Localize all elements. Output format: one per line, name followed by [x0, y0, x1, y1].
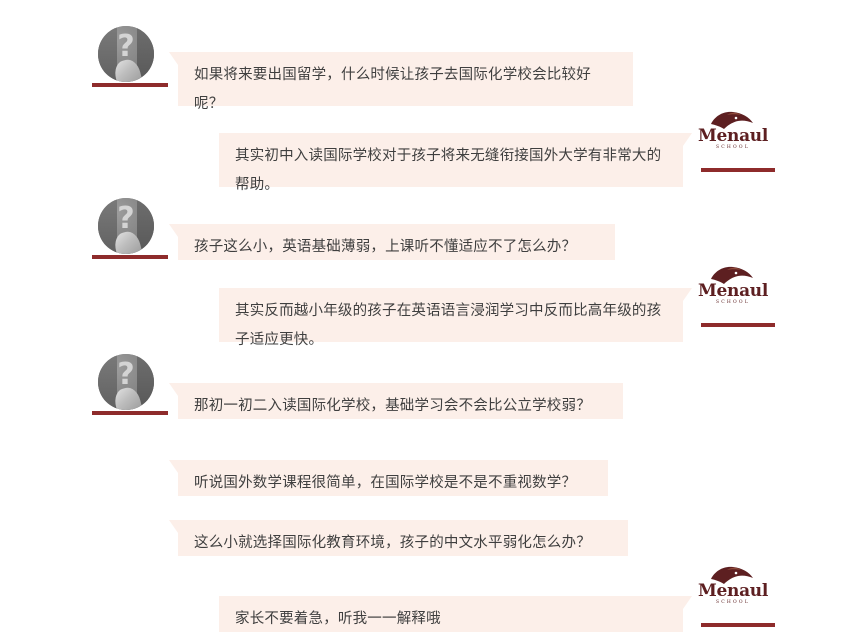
question-mark-avatar-icon: ? [98, 26, 154, 82]
avatar-question-glyph: ? [117, 201, 135, 236]
avatar-question-glyph: ? [117, 29, 135, 64]
logo-name: Menaul [697, 126, 769, 146]
message-text: 孩子这么小，英语基础薄弱，上课听不懂适应不了怎么办？ [194, 239, 577, 255]
message-text: 家长不要着急，听我一一解释哦 [235, 611, 441, 627]
logo-subtitle: SCHOOL [715, 300, 751, 305]
question-mark-avatar-icon: ? [98, 354, 154, 410]
school-logo: Menaul SCHOOL [697, 110, 779, 180]
logo-underline [701, 623, 775, 627]
message-bubble[interactable]: 听说国外数学课程很简单，在国际学校是不是不重视数学？ [169, 460, 608, 496]
message-bubble[interactable]: 其实反而越小年级的孩子在英语语言浸润学习中反而比高年级的孩子适应更快。 [219, 288, 692, 348]
message-bubble[interactable]: 如果将来要出国留学，什么时候让孩子去国际化学校会比较好呢？ [169, 52, 633, 112]
question-mark-avatar-icon: ? [98, 198, 154, 254]
logo-underline [701, 323, 775, 327]
message-text: 如果将来要出国留学，什么时候让孩子去国际化学校会比较好呢？ [194, 67, 591, 112]
message-text: 其实反而越小年级的孩子在英语语言浸润学习中反而比高年级的孩子适应更快。 [235, 303, 662, 348]
avatar-underline [92, 255, 168, 259]
avatar: ? [92, 26, 170, 102]
message-text: 这么小就选择国际化教育环境，孩子的中文水平弱化怎么办？ [194, 535, 591, 551]
logo-subtitle: SCHOOL [715, 600, 751, 605]
eagle-head-icon [711, 566, 753, 584]
message-bubble[interactable]: 家长不要着急，听我一一解释哦 [219, 596, 692, 632]
school-logo: Menaul SCHOOL [697, 265, 779, 335]
message-bubble[interactable]: 那初一初二入读国际化学校，基础学习会不会比公立学校弱？ [169, 383, 623, 419]
logo-underline [701, 168, 775, 172]
avatar-question-glyph: ? [117, 357, 135, 392]
message-bubble[interactable]: 其实初中入读国际学校对于孩子将来无缝衔接国外大学有非常大的帮助。 [219, 133, 692, 193]
logo-subtitle: SCHOOL [715, 145, 751, 150]
message-text: 听说国外数学课程很简单，在国际学校是不是不重视数学？ [194, 475, 577, 491]
message-bubble[interactable]: 孩子这么小，英语基础薄弱，上课听不懂适应不了怎么办？ [169, 224, 615, 260]
avatar: ? [92, 354, 170, 430]
eagle-head-icon [711, 111, 753, 129]
avatar: ? [92, 198, 170, 274]
message-bubble[interactable]: 这么小就选择国际化教育环境，孩子的中文水平弱化怎么办？ [169, 520, 628, 556]
logo-name: Menaul [697, 581, 769, 601]
school-logo: Menaul SCHOOL [697, 565, 779, 635]
message-text: 其实初中入读国际学校对于孩子将来无缝衔接国外大学有非常大的帮助。 [235, 148, 662, 193]
avatar-underline [92, 83, 168, 87]
message-text: 那初一初二入读国际化学校，基础学习会不会比公立学校弱？ [194, 398, 591, 414]
avatar-underline [92, 411, 168, 415]
eagle-head-icon [711, 266, 753, 284]
logo-name: Menaul [697, 281, 769, 301]
